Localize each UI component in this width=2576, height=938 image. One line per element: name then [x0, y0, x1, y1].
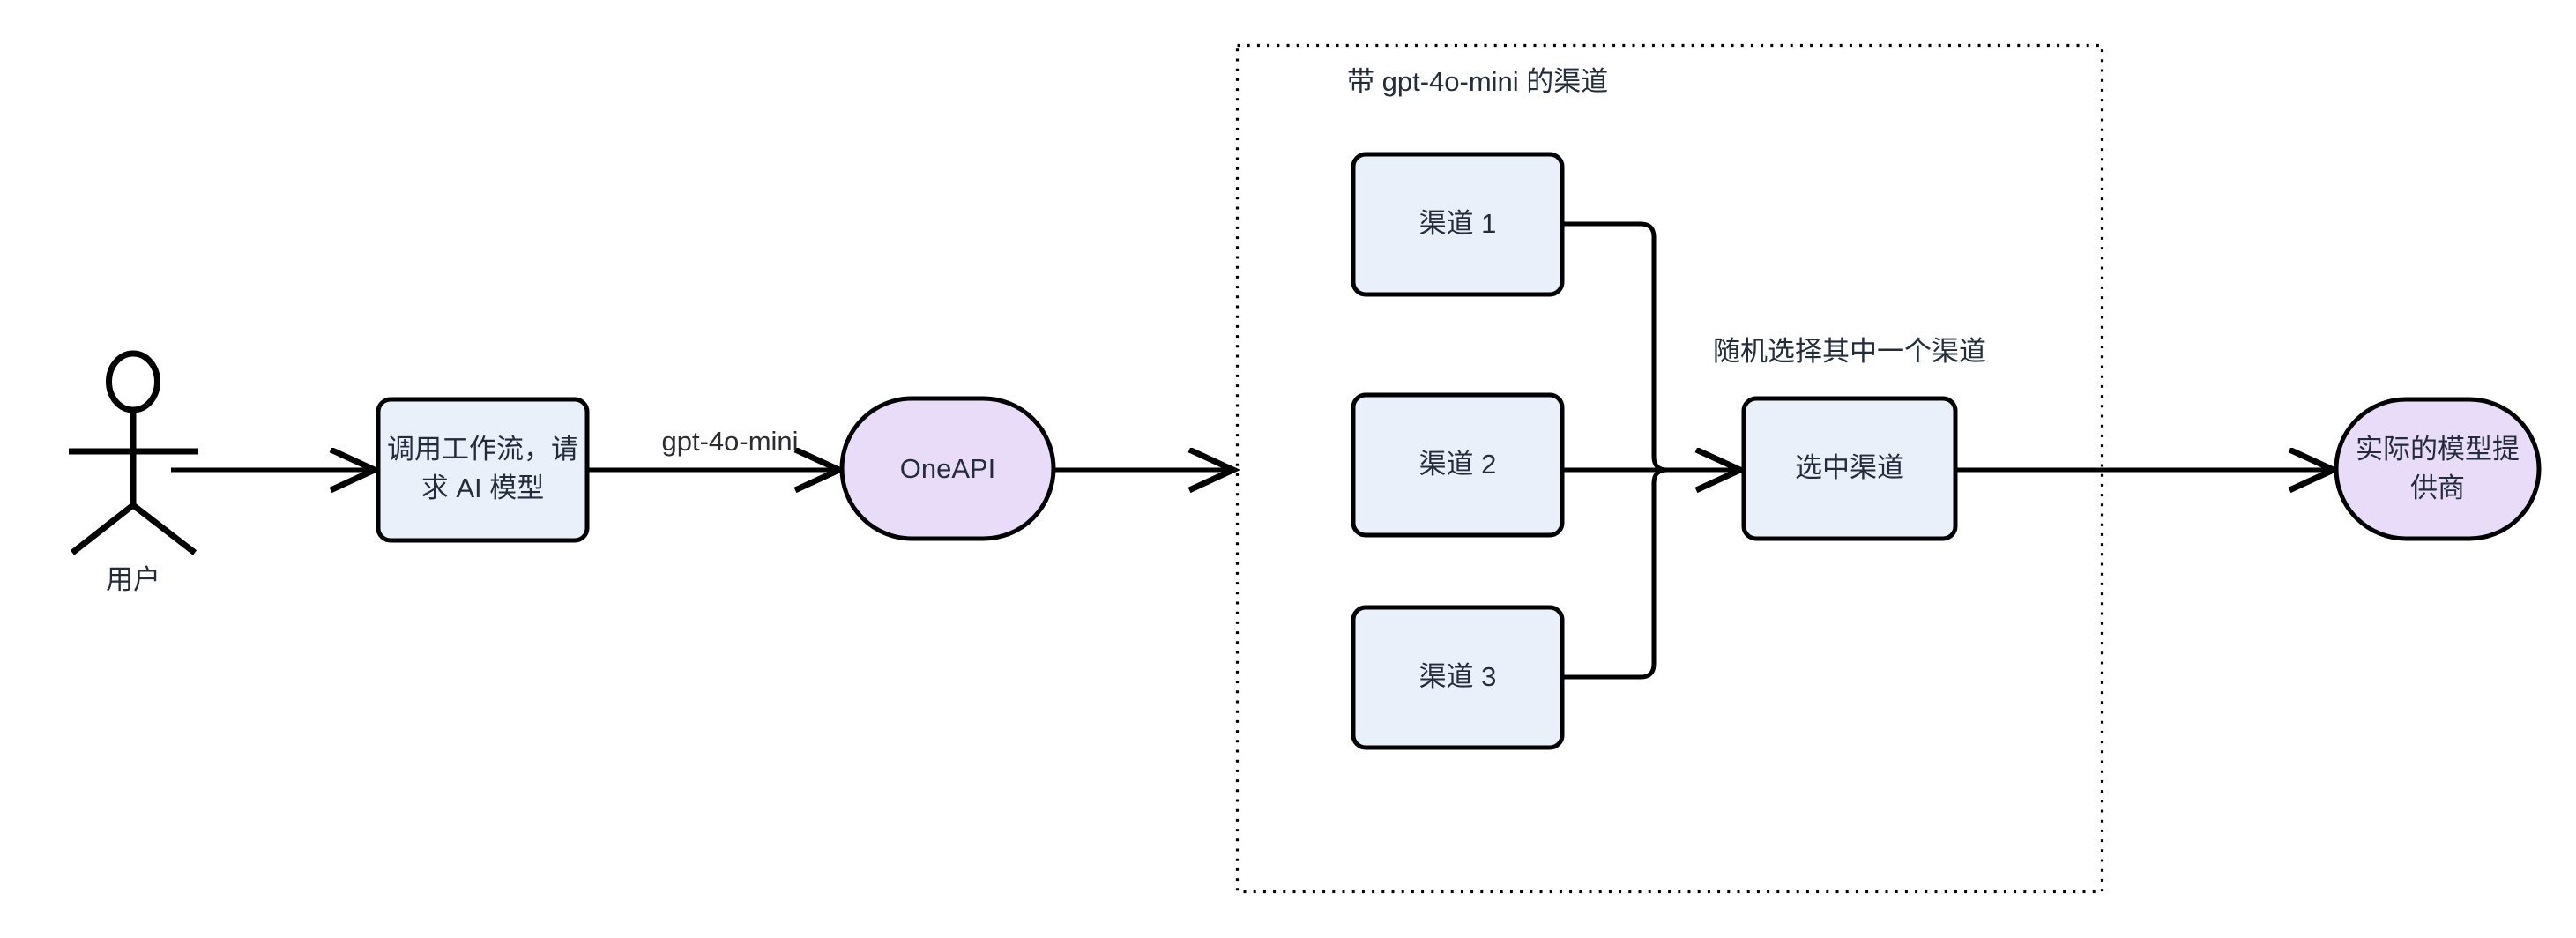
node-channel-3-label: 渠道 3 [1419, 661, 1497, 692]
node-channel-1-label: 渠道 1 [1419, 208, 1497, 239]
node-real-provider[interactable]: 实际的模型提 供商 [2334, 397, 2542, 541]
edge-label-model-name: gpt-4o-mini [661, 426, 798, 457]
node-call-workflow-label-line1: 调用工作流，请 [387, 434, 578, 465]
node-channel-2-label: 渠道 2 [1419, 449, 1497, 480]
channels-group-border [1235, 43, 2104, 894]
node-selected-channel-label: 选中渠道 [1795, 452, 1904, 483]
actor-right-leg-line [130, 502, 197, 555]
node-channel-2-shape [1351, 392, 1565, 538]
node-selected-channel[interactable]: 选中渠道 [1741, 396, 1958, 541]
annotation-random-pick: 随机选择其中一个渠道 [1713, 336, 1986, 367]
node-real-provider-label-line2: 供商 [2410, 473, 2465, 503]
node-real-provider-shape [2334, 397, 2542, 541]
channels-group-title: 带 gpt-4o-mini 的渠道 [1347, 66, 1608, 97]
node-channel-3[interactable]: 渠道 3 [1351, 605, 1565, 750]
node-channel-2[interactable]: 渠道 2 [1351, 392, 1565, 538]
node-call-workflow-shape [376, 397, 590, 543]
actor-label: 用户 [106, 564, 160, 595]
actor-head-icon [106, 350, 160, 413]
edge-channel-3-to-selected-channel [1562, 467, 1733, 680]
node-call-workflow-label-line2: 求 AI 模型 [421, 473, 545, 503]
actor-left-leg-line [70, 502, 136, 555]
node-oneapi[interactable]: OneAPI [839, 396, 1056, 541]
node-oneapi-label: OneAPI [900, 453, 996, 484]
node-real-provider-label-line1: 实际的模型提 [2356, 434, 2520, 465]
node-channel-1[interactable]: 渠道 1 [1351, 152, 1565, 297]
edge-channel-1-to-selected-channel [1562, 221, 1733, 473]
node-call-workflow[interactable]: 调用工作流，请 求 AI 模型 [376, 397, 590, 543]
user-actor [69, 350, 198, 555]
